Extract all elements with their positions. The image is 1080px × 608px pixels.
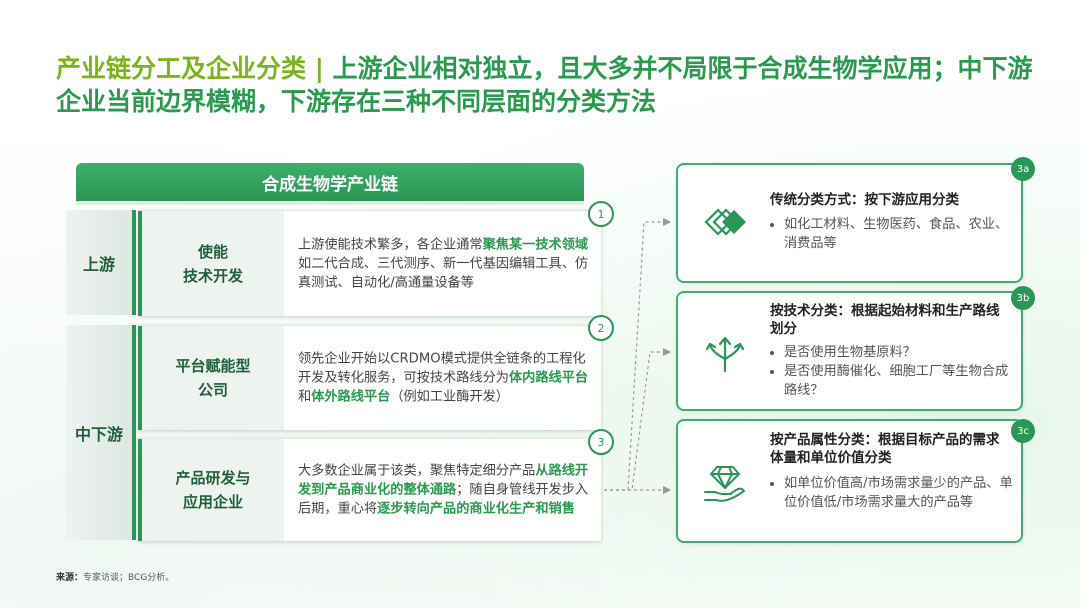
- source-note: 来源：专家访谈；BCG分析。: [56, 570, 174, 583]
- row-category: 平台赋能型公司: [138, 326, 284, 430]
- desc-highlight: 体外路线平台: [311, 389, 391, 405]
- chain-row-platform: 平台赋能型公司 领先企业开始以CRDMO模式提供全链条的工程化开发及转化服务，可…: [138, 325, 601, 430]
- chain-row-product: 产品研发与应用企业 大多数企业属于该类，聚焦特定细分产品从路线开发到产品商业化的…: [138, 438, 601, 541]
- desc-text: 大多数企业属于该类，聚焦特定细分产品: [298, 463, 536, 479]
- bullet-item: 如化工材料、生物医药、食品、农业、消费品等: [784, 215, 1015, 253]
- classification-card-3b: 按技术分类：根据起始材料和生产路线划分 是否使用生物基原料？ 是否使用酶催化、细…: [676, 291, 1023, 411]
- desc-highlight: 聚焦某一技术领域: [482, 237, 589, 252]
- chain-header: 合成生物学产业链: [76, 163, 584, 201]
- route-arrows-icon: [705, 336, 745, 373]
- title-lead: 产业链分工及企业分类 |: [56, 54, 333, 83]
- category-line: 应用企业: [182, 493, 243, 511]
- row-description: 大多数企业属于该类，聚焦特定细分产品从路线开发到产品商业化的整体通路；随自身管线…: [298, 462, 591, 519]
- stage-upstream: 上游: [66, 210, 136, 315]
- card-bullets: 如化工材料、生物医药、食品、农业、消费品等: [770, 215, 1015, 253]
- desc-highlight: 从路线开发到产品商业化的整体通路: [298, 463, 589, 498]
- desc-highlight: 体内路线平台: [509, 370, 589, 386]
- row-description: 上游使能技术繁多，各企业通常聚焦某一技术领域如二代合成、三代测序、新一代基因编辑…: [298, 235, 591, 292]
- page-title: 产业链分工及企业分类 | 上游企业相对独立，且大多并不局限于合成生物学应用；中下…: [56, 52, 1036, 118]
- row-category: 产品研发与应用企业: [138, 439, 284, 541]
- category-line: 使能: [197, 242, 228, 261]
- classification-card-3c: 按产品属性分类：根据目标产品的需求体量和单位价值分类 如单位价值高/市场需求量少…: [676, 419, 1023, 543]
- desc-text: （例如工业酶开发）: [390, 389, 509, 405]
- layers-icon: [704, 208, 746, 236]
- desc-text: 领先企业开始以CRDMO模式提供全链条的工程化开发及转化服务，可按技术路线分为: [298, 351, 586, 386]
- desc-highlight: 逐步转向产品的商业化生产和销售: [377, 501, 575, 517]
- classification-card-3a: 传统分类方式：按下游应用分类 如化工材料、生物医药、食品、农业、消费品等: [676, 163, 1023, 283]
- row-description: 领先企业开始以CRDMO模式提供全链条的工程化开发及转化服务，可按技术路线分为体…: [298, 350, 591, 407]
- source-label: 来源：: [56, 573, 84, 583]
- row-number-badge: 3: [588, 429, 614, 455]
- category-line: 技术开发: [182, 266, 243, 285]
- row-category: 使能技术开发: [138, 211, 284, 316]
- card-title: 按产品属性分类：根据目标产品的需求体量和单位价值分类: [770, 432, 1000, 466]
- desc-text: 上游使能技术繁多，各企业通常: [298, 237, 483, 252]
- card-tag-3c: 3c: [1011, 419, 1035, 443]
- desc-text: 如二代合成、三代测序、新一代基因编辑工具、仿真测试、自动化/高通量设备等: [298, 256, 589, 290]
- stage-midstream: 中下游: [66, 325, 136, 540]
- category-line: 公司: [197, 381, 228, 399]
- title-text: 上游企业相对独立，且大多并不局限于合成生物学应用；中下游企业当前边界模糊，下游存…: [56, 54, 1033, 116]
- bullet-item: 如单位价值高/市场需求量少的产品、单位价值低/市场需求量大的产品等: [784, 474, 1015, 512]
- row-number-badge: 1: [588, 201, 614, 227]
- card-title: 传统分类方式：按下游应用分类: [770, 192, 959, 208]
- category-line: 产品研发与: [175, 469, 251, 487]
- card-tag-3a: 3a: [1011, 157, 1035, 181]
- desc-text: 和: [298, 389, 312, 405]
- source-text: 专家访谈；BCG分析。: [83, 573, 175, 583]
- chain-row-enabling-tech: 使能技术开发 上游使能技术繁多，各企业通常聚焦某一技术领域如二代合成、三代测序、…: [138, 210, 601, 316]
- bullet-item: 是否使用生物基原料？: [784, 343, 1015, 362]
- card-title: 按技术分类：根据起始材料和生产路线划分: [770, 303, 1000, 337]
- chain-header-divider: [76, 201, 584, 205]
- row-number-badge: 2: [588, 315, 614, 341]
- card-tag-3b: 3b: [1011, 286, 1035, 310]
- desc-text: ；随自身管线开发步入后期，重心将: [298, 482, 589, 517]
- card-bullets: 是否使用生物基原料？ 是否使用酶催化、细胞工厂等生物合成路线？: [770, 343, 1015, 400]
- card-bullets: 如单位价值高/市场需求量少的产品、单位价值低/市场需求量大的产品等: [770, 474, 1015, 512]
- gem-hand-icon: [704, 466, 745, 502]
- category-line: 平台赋能型: [175, 357, 251, 375]
- bullet-item: 是否使用酶催化、细胞工厂等生物合成路线？: [784, 362, 1015, 400]
